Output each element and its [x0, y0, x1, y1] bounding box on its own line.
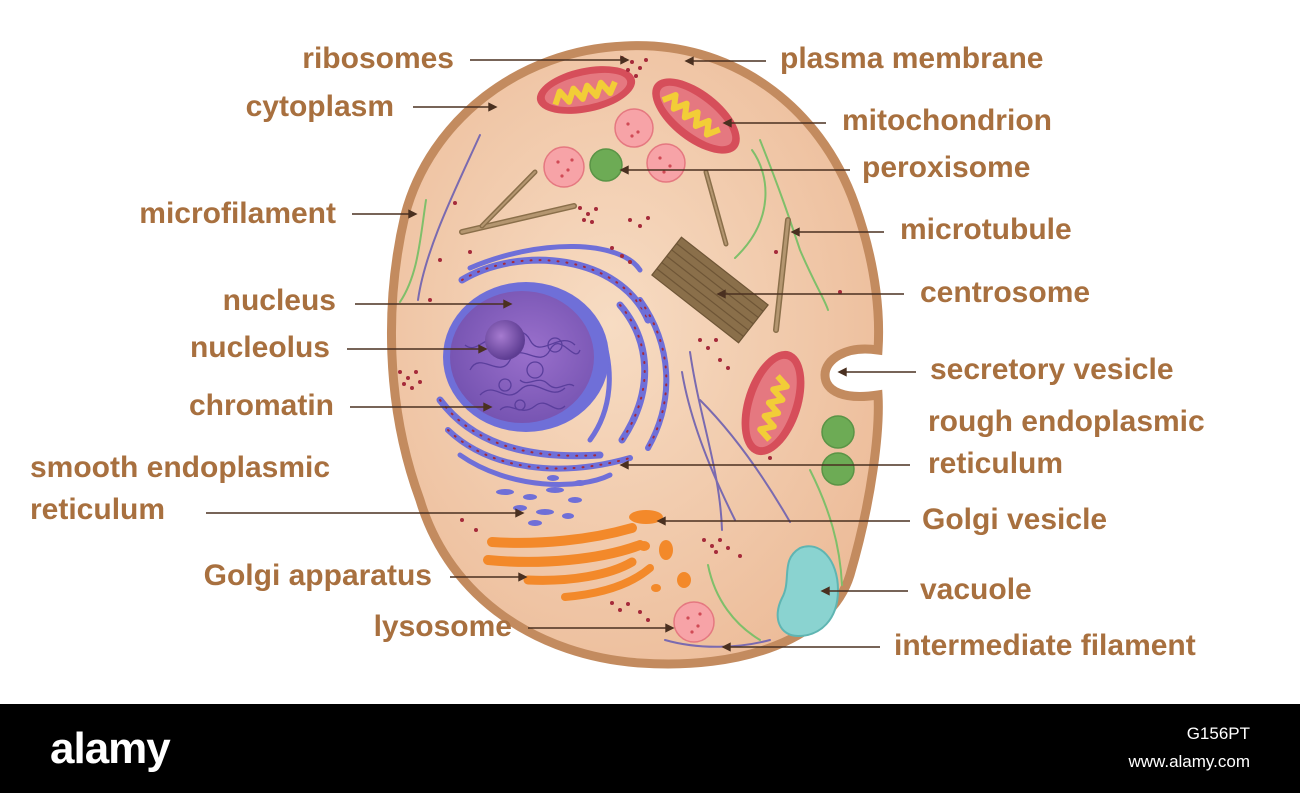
label-rough-er-line1: rough endoplasmic — [928, 405, 1205, 438]
nucleus-shape — [443, 282, 609, 432]
label-microfilament: microfilament — [139, 197, 336, 230]
plasma-membrane — [387, 41, 884, 669]
label-golgi-apparatus: Golgi apparatus — [203, 559, 432, 592]
microfilaments — [399, 134, 843, 648]
peroxisomes — [589, 148, 855, 486]
label-intermediate-filament: intermediate filament — [894, 629, 1196, 662]
label-centrosome: centrosome — [920, 276, 1091, 309]
lysosomes — [543, 108, 715, 643]
label-plasma-membrane: plasma membrane — [780, 42, 1044, 75]
cell-diagram — [206, 41, 916, 669]
golgi-apparatus-shape — [483, 523, 654, 601]
golgi-vesicles — [629, 510, 691, 592]
centrosome-shape — [651, 236, 769, 344]
leader-lines — [206, 55, 916, 652]
diagram-stage: ribosomes cytoplasm microfilament nucleu… — [30, 41, 1205, 669]
label-cytoplasm: cytoplasm — [245, 90, 394, 123]
label-rough-er-line2: reticulum — [928, 447, 1064, 480]
label-golgi-vesicle: Golgi vesicle — [922, 503, 1108, 536]
mitochondria — [536, 66, 805, 456]
smooth-er — [496, 475, 586, 526]
lysosome-dots — [556, 122, 702, 634]
microtubules — [459, 169, 791, 333]
nucleolus-shape — [485, 320, 525, 360]
label-microtubule: microtubule — [900, 213, 1072, 246]
label-nucleus: nucleus — [222, 284, 336, 317]
label-peroxisome: peroxisome — [862, 151, 1031, 184]
label-mitochondrion: mitochondrion — [842, 104, 1052, 137]
label-secretory-vesicle: secretory vesicle — [930, 353, 1174, 386]
watermark-footer: alamy G156PT www.alamy.com — [0, 704, 1300, 793]
rough-er — [436, 244, 670, 488]
label-smooth-er-line1: smooth endoplasmic — [30, 451, 331, 484]
label-smooth-er-line2: reticulum — [30, 493, 166, 526]
label-nucleolus: nucleolus — [189, 331, 330, 364]
brand-logo: alamy — [50, 724, 171, 773]
label-chromatin: chromatin — [188, 389, 334, 422]
image-id: G156PT — [1186, 724, 1250, 743]
label-vacuole: vacuole — [920, 573, 1032, 606]
label-ribosomes: ribosomes — [302, 42, 454, 75]
vacuole-shape — [776, 545, 840, 638]
label-lysosome: lysosome — [373, 610, 512, 643]
site-url: www.alamy.com — [1128, 752, 1250, 771]
cell-body — [387, 41, 884, 669]
